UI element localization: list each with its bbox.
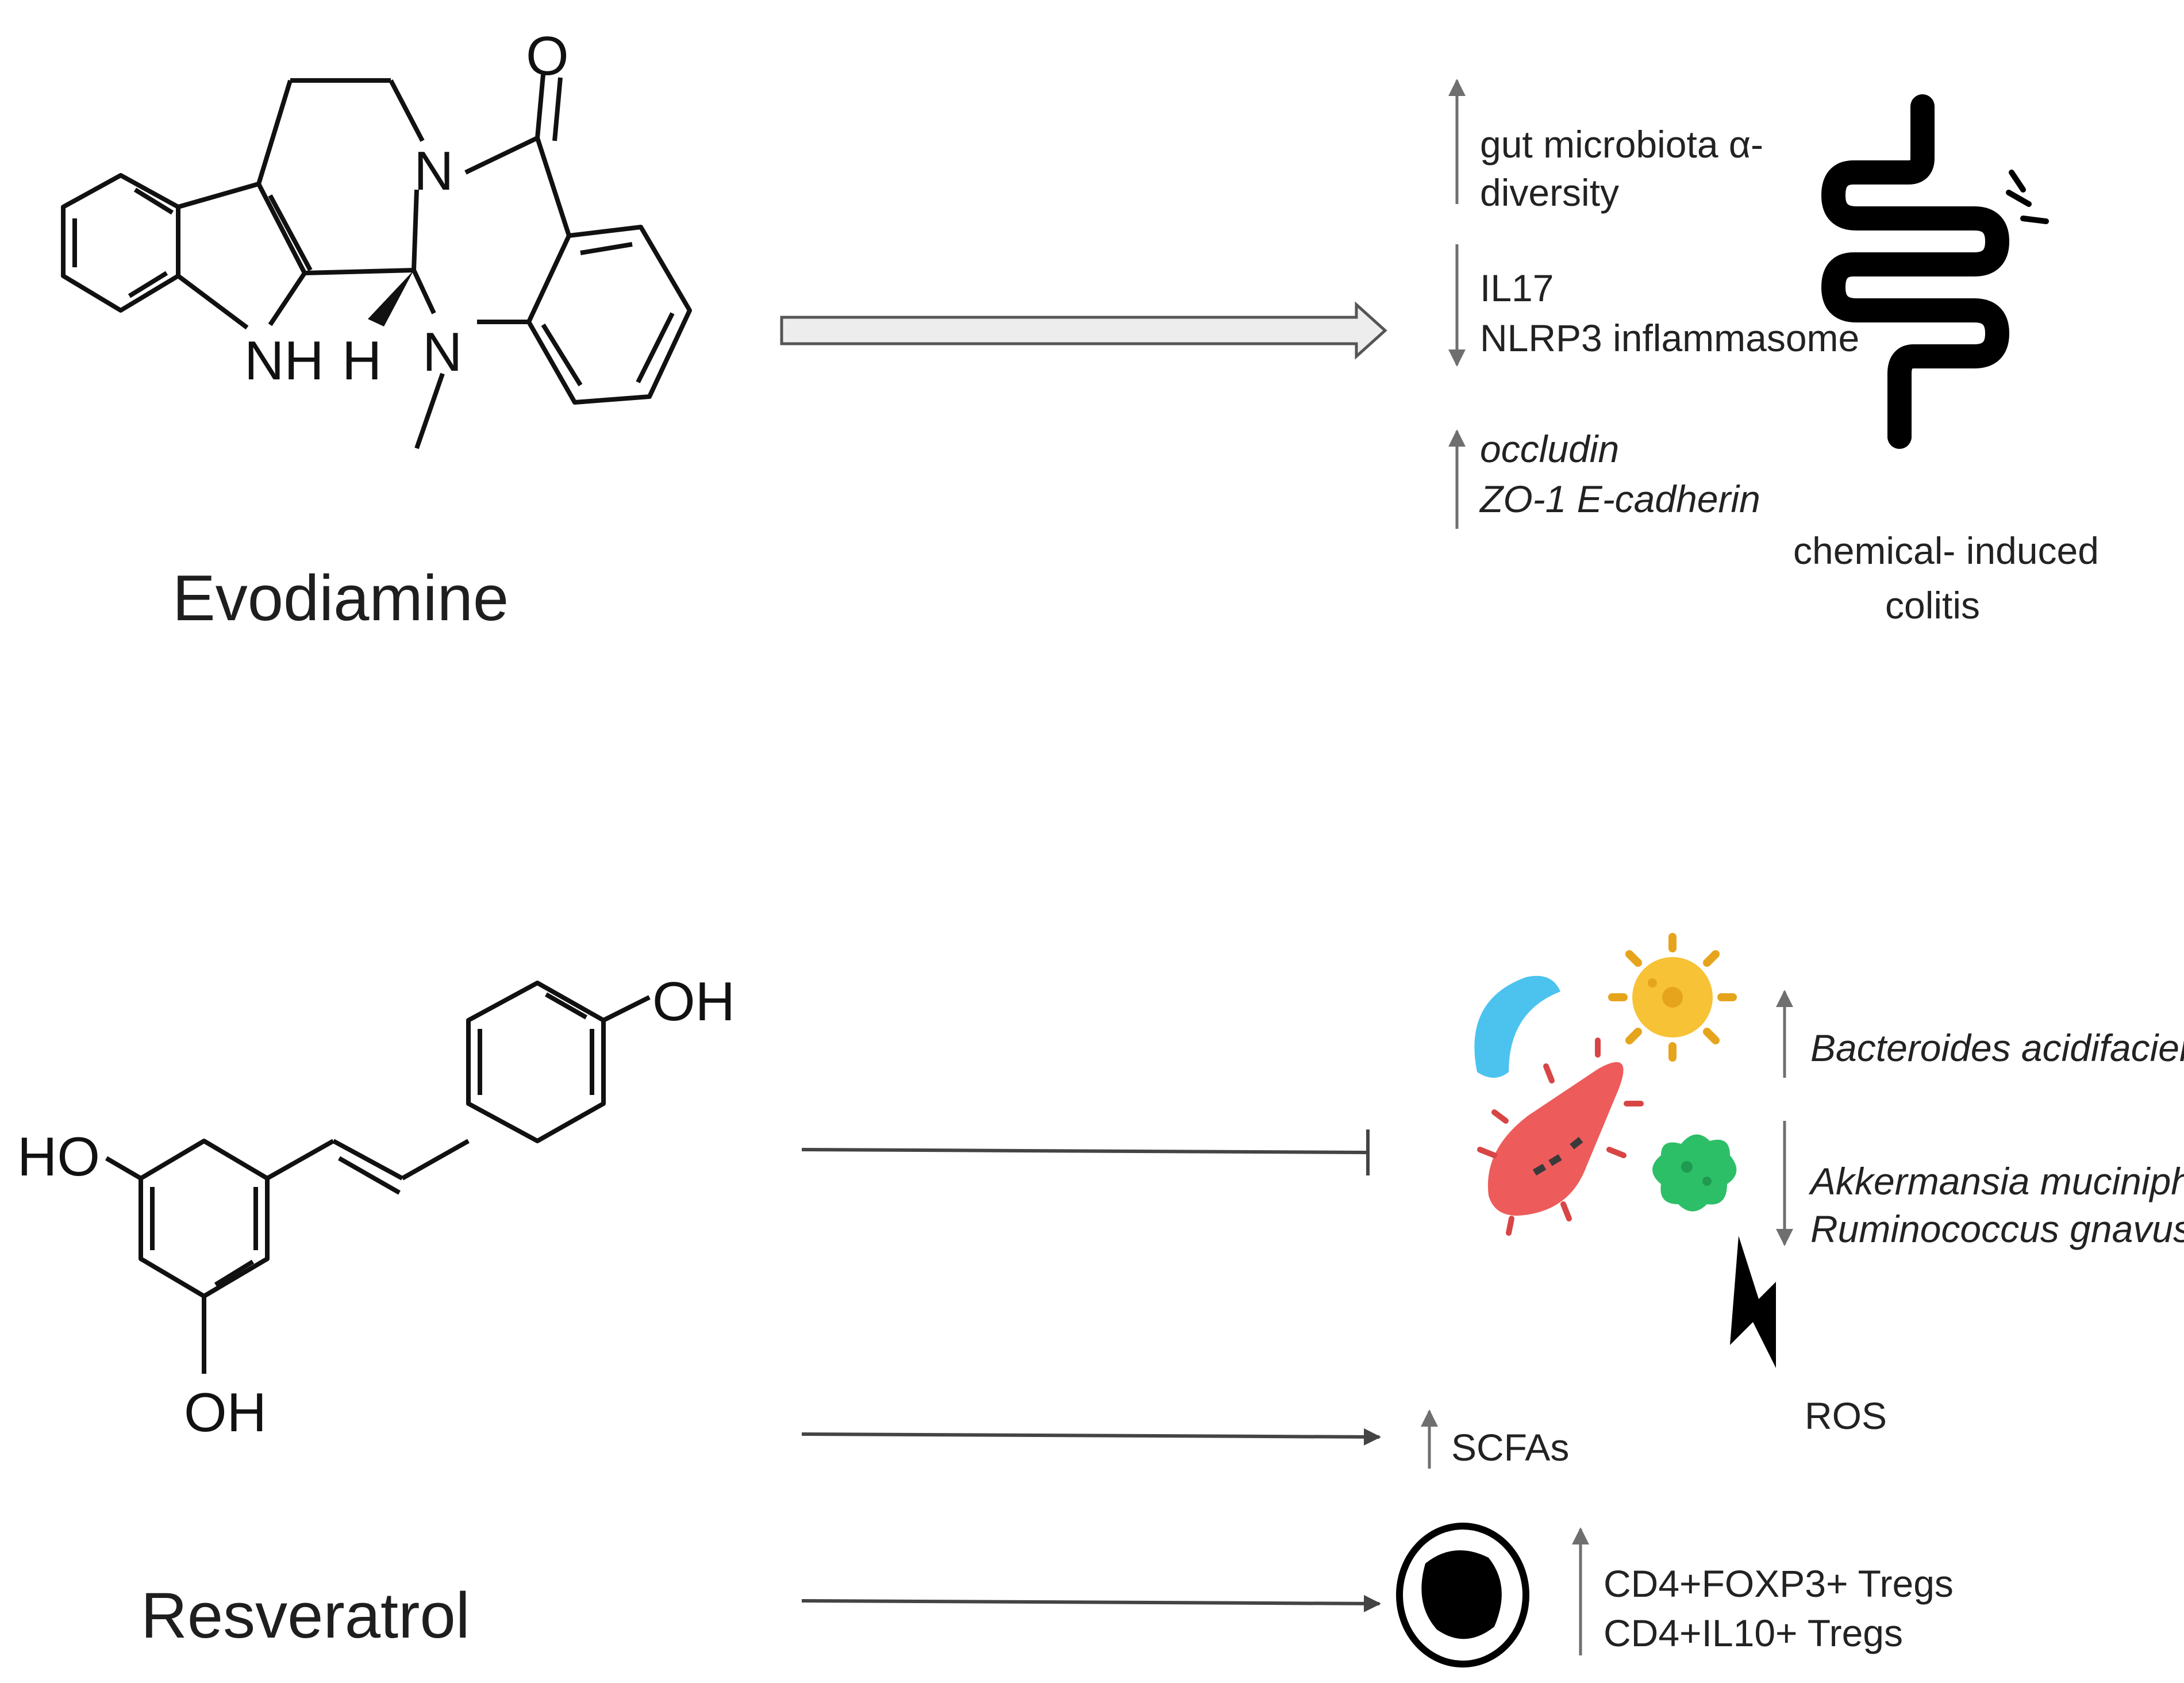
effect-il17: IL17 xyxy=(1480,267,1554,309)
evodiamine-name: Evodiamine xyxy=(172,562,509,634)
tregs-label-1: CD4+FOXP3+ Tregs xyxy=(1604,1562,1954,1605)
lightning-icon xyxy=(1730,1236,1776,1368)
arrow-to-treg xyxy=(801,1594,1381,1612)
atom-oh-bottom: OH xyxy=(184,1382,267,1443)
bacteria-green-icon xyxy=(1652,1134,1737,1212)
effect-occludin: occludin xyxy=(1480,428,1620,470)
resveratrol-name: Resveratrol xyxy=(141,1580,470,1651)
effect-diversity-line1: gut microbiota α- xyxy=(1480,123,1764,166)
bacteria-yellow-icon xyxy=(1608,933,1737,1062)
inhibition-line xyxy=(801,1129,1370,1175)
bacteria-cluster-icon xyxy=(1474,933,1737,1236)
atom-nh: NH xyxy=(244,330,324,391)
disease-label-line1: chemical- induced xyxy=(1793,529,2099,572)
tregs-label-2: CD4+IL10+ Tregs xyxy=(1604,1612,1903,1654)
intestine-icon xyxy=(1821,94,2009,449)
effect-zo1-ecadherin: ZO-1 E-cadherin xyxy=(1480,478,1760,520)
evodiamine-arrow xyxy=(780,301,1387,360)
treg-cell-icon xyxy=(1396,1523,1529,1667)
effect-nlrp3: NLRP3 inflammasome xyxy=(1480,317,1860,359)
resveratrol-structure xyxy=(105,981,651,1374)
wedge-bond xyxy=(368,270,414,326)
atom-oh-top: OH xyxy=(652,971,735,1032)
bacteria-up-label: Bacteroides acidifaciens xyxy=(1810,1027,2184,1069)
atom-h: H xyxy=(342,330,382,391)
atom-ho-left: HO xyxy=(17,1126,100,1188)
disease-label-line2: colitis xyxy=(1885,584,1981,627)
scfa-label: SCFAs xyxy=(1451,1426,1570,1469)
bacteria-red-icon xyxy=(1477,1038,1644,1236)
bacteria-down-label-1: Akkermansia muciniphila xyxy=(1810,1160,2184,1202)
bacteria-down-label-2: Ruminococcus gnavus xyxy=(1810,1208,2184,1250)
atom-n-top: N xyxy=(414,140,453,202)
atom-o: O xyxy=(526,25,569,87)
ros-label: ROS xyxy=(1805,1394,1887,1437)
arrow-to-scfas xyxy=(801,1428,1381,1446)
effect-diversity-line2: diversity xyxy=(1480,171,1620,214)
pain-lines-icon xyxy=(2006,170,2049,224)
evodiamine-structure xyxy=(61,74,692,449)
bacteria-blue-icon xyxy=(1474,975,1560,1078)
atom-n-methyl: N xyxy=(422,321,462,383)
